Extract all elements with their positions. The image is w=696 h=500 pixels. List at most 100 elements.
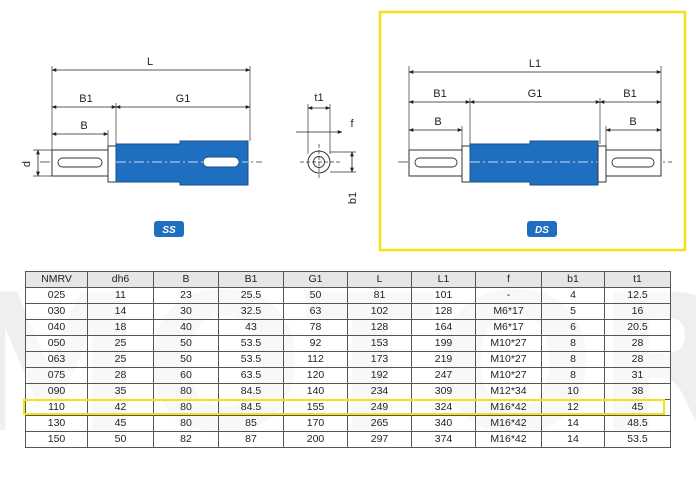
table-cell-l: 173: [347, 351, 412, 368]
ss-shaft-view: L B1 G1 B d: [21, 56, 262, 186]
table-cell-f: M16*42: [475, 415, 542, 432]
table-cell-l: 81: [347, 287, 412, 304]
table-cell-f: M12*34: [475, 383, 542, 400]
shaft-drawing: L B1 G1 B d SS t1 f: [21, 10, 687, 252]
table-cell-l: 249: [347, 399, 412, 416]
table-cell-b1: 8: [541, 335, 605, 352]
table-cell-l1: 340: [411, 415, 476, 432]
table-cell-l: 297: [347, 431, 412, 448]
ds-dim-B-right: B: [629, 116, 636, 128]
table-cell-b1: 5: [541, 303, 605, 320]
table-cell-t1: 38: [604, 383, 671, 400]
table-cell-g1: 140: [283, 383, 348, 400]
table-cell-dh6: 42: [87, 399, 154, 416]
table-cell-f: M6*17: [475, 319, 542, 336]
ds-dim-L1: L1: [529, 58, 541, 70]
table-cell-b1: 43: [218, 319, 284, 336]
ds-dim-B1-left: B1: [433, 88, 446, 100]
table-cell-l: 234: [347, 383, 412, 400]
column-header-b1: b1: [541, 271, 605, 288]
table-cell-b: 80: [153, 399, 219, 416]
table-cell-l1: 324: [411, 399, 476, 416]
ss-dim-B1: B1: [79, 93, 92, 105]
table-cell-b: 30: [153, 303, 219, 320]
ds-dim-B1-right: B1: [623, 88, 636, 100]
table-cell-g1: 92: [283, 335, 348, 352]
table-cell-g1: 120: [283, 367, 348, 384]
table-cell-t1: 31: [604, 367, 671, 384]
table-cell-b: 60: [153, 367, 219, 384]
table-cell-b1: 85: [218, 415, 284, 432]
table-cell-b1: 84.5: [218, 399, 284, 416]
table-cell-b1: 53.5: [218, 351, 284, 368]
column-header-b: B: [153, 271, 219, 288]
column-header-g1: G1: [283, 271, 348, 288]
table-cell-t1: 16: [604, 303, 671, 320]
table-cell-nmrv: 110: [25, 399, 88, 416]
ss-dim-d: d: [21, 161, 33, 167]
table-cell-dh6: 35: [87, 383, 154, 400]
table-cell-f: M16*42: [475, 399, 542, 416]
table-cell-g1: 170: [283, 415, 348, 432]
table-cell-l1: 199: [411, 335, 476, 352]
table-cell-nmrv: 030: [25, 303, 88, 320]
table-cell-l: 128: [347, 319, 412, 336]
column-header-nmrv: NMRV: [25, 271, 88, 288]
table-cell-nmrv: 130: [25, 415, 88, 432]
column-header-t1: t1: [604, 271, 671, 288]
table-cell-b1: 87: [218, 431, 284, 448]
table-cell-l1: 309: [411, 383, 476, 400]
table-cell-t1: 20.5: [604, 319, 671, 336]
table-cell-l: 192: [347, 367, 412, 384]
table-cell-b1: 14: [541, 415, 605, 432]
column-header-f: f: [475, 271, 542, 288]
table-cell-g1: 78: [283, 319, 348, 336]
table-cell-dh6: 25: [87, 351, 154, 368]
table-cell-l: 153: [347, 335, 412, 352]
table-cell-dh6: 28: [87, 367, 154, 384]
table-cell-nmrv: 090: [25, 383, 88, 400]
section-dim-t1: t1: [314, 92, 323, 104]
table-cell-f: M16*42: [475, 431, 542, 448]
ds-badge: DS: [527, 221, 557, 237]
table-cell-t1: 48.5: [604, 415, 671, 432]
table-cell-b: 80: [153, 383, 219, 400]
table-cell-f: M6*17: [475, 303, 542, 320]
ds-shaft-view: L1 B1 G1 B1 B B: [398, 58, 672, 186]
ds-badge-label: DS: [535, 225, 549, 236]
table-cell-l1: 101: [411, 287, 476, 304]
table-cell-b: 80: [153, 415, 219, 432]
table-cell-g1: 112: [283, 351, 348, 368]
table-cell-b1: 10: [541, 383, 605, 400]
table-cell-b: 50: [153, 351, 219, 368]
table-cell-nmrv: 063: [25, 351, 88, 368]
table-cell-dh6: 11: [87, 287, 154, 304]
ss-dim-G1: G1: [176, 93, 191, 105]
table-cell-dh6: 14: [87, 303, 154, 320]
table-cell-b1: 32.5: [218, 303, 284, 320]
table-cell-b1: 8: [541, 351, 605, 368]
table-cell-t1: 28: [604, 335, 671, 352]
table-cell-l: 265: [347, 415, 412, 432]
table-cell-l1: 374: [411, 431, 476, 448]
table-cell-l1: 247: [411, 367, 476, 384]
table-cell-b: 40: [153, 319, 219, 336]
section-dim-f: f: [350, 118, 354, 130]
table-cell-nmrv: 040: [25, 319, 88, 336]
table-cell-g1: 63: [283, 303, 348, 320]
table-cell-l1: 128: [411, 303, 476, 320]
table-cell-b: 23: [153, 287, 219, 304]
table-cell-b1: 12: [541, 399, 605, 416]
table-cell-f: -: [475, 287, 542, 304]
table-cell-t1: 12.5: [604, 287, 671, 304]
table-cell-b1: 63.5: [218, 367, 284, 384]
